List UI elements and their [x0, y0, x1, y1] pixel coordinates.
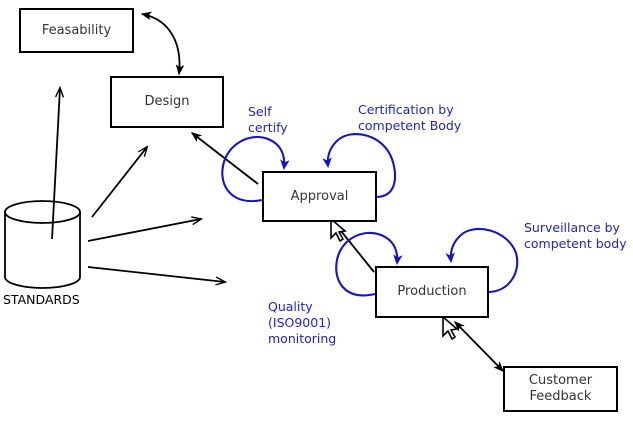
- node-approval-label: Approval: [290, 188, 349, 204]
- annotation-self-certify: Self certify: [248, 104, 288, 135]
- annotation-quality-iso9001-monitoring: Quality (ISO9001) monitoring: [268, 299, 337, 346]
- node-standards-label: STANDARDS: [3, 292, 80, 307]
- loop-production-quality: [335, 231, 397, 297]
- loop-approval-self-certify: [221, 136, 284, 203]
- flow-production-customer-feedback: [455, 322, 503, 371]
- annotation-certification-by-competent-body: Certification by competent Body: [358, 102, 462, 133]
- flow-production-to-approval: [337, 226, 375, 273]
- annotation-surveillance-by-competent-body: Surveillance by competent body: [524, 220, 627, 251]
- node-customer-feedback[interactable]: Customer Feedback: [503, 366, 618, 412]
- node-approval[interactable]: Approval: [262, 171, 377, 222]
- node-design-label: Design: [144, 94, 190, 109]
- node-feasability-label: Feasability: [41, 22, 112, 38]
- node-design[interactable]: Design: [110, 76, 224, 128]
- node-production-label: Production: [397, 284, 467, 299]
- cursor-below-approval: [330, 217, 347, 243]
- cursor-below-production: [442, 315, 459, 341]
- standards-cylinder-shape: [4, 200, 81, 289]
- loop-production-surveillance: [451, 227, 519, 294]
- flow-design-to-feasability: [142, 14, 180, 74]
- node-feasability[interactable]: Feasability: [19, 8, 134, 53]
- flow-standards-to-design: [91, 147, 147, 218]
- flow-standards-to-production: [87, 266, 225, 282]
- flow-standards-to-feasability: [51, 88, 60, 240]
- loop-approval-certification: [328, 132, 397, 199]
- node-customer-feedback-label: Customer Feedback: [528, 373, 593, 404]
- node-production[interactable]: Production: [375, 266, 489, 318]
- flow-standards-to-approval: [87, 219, 201, 242]
